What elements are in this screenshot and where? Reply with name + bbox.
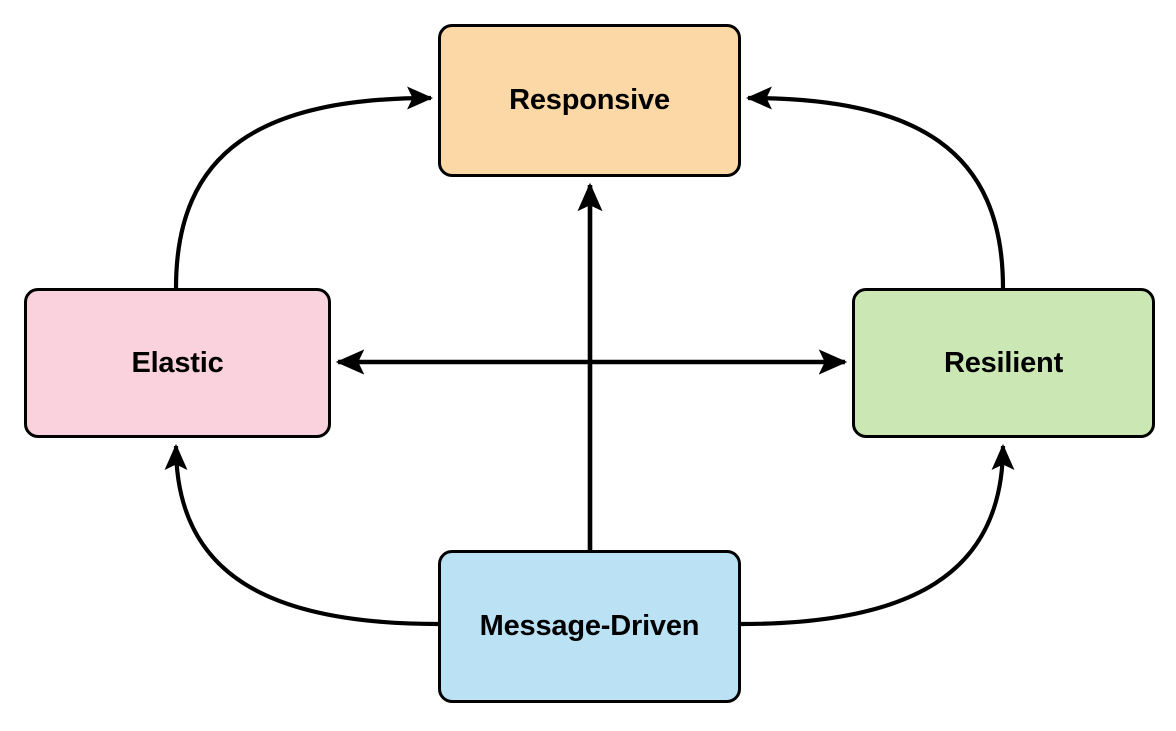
edge-message-to-resilient — [740, 443, 1015, 627]
edge-elastic-to-responsive — [173, 86, 434, 289]
node-elastic[interactable]: Elastic — [24, 288, 331, 438]
edge-message-to-elastic — [164, 443, 439, 627]
node-message-driven[interactable]: Message-Driven — [438, 550, 741, 703]
node-resilient[interactable]: Resilient — [852, 288, 1155, 438]
edge-resilient-to-responsive — [745, 86, 1006, 289]
node-resilient-label: Resilient — [943, 346, 1064, 379]
node-responsive-label: Responsive — [509, 84, 670, 116]
node-elastic-label: Elastic — [131, 346, 224, 379]
node-responsive[interactable]: Responsive — [438, 24, 741, 177]
node-message-driven-label: Message-Driven — [479, 610, 700, 642]
